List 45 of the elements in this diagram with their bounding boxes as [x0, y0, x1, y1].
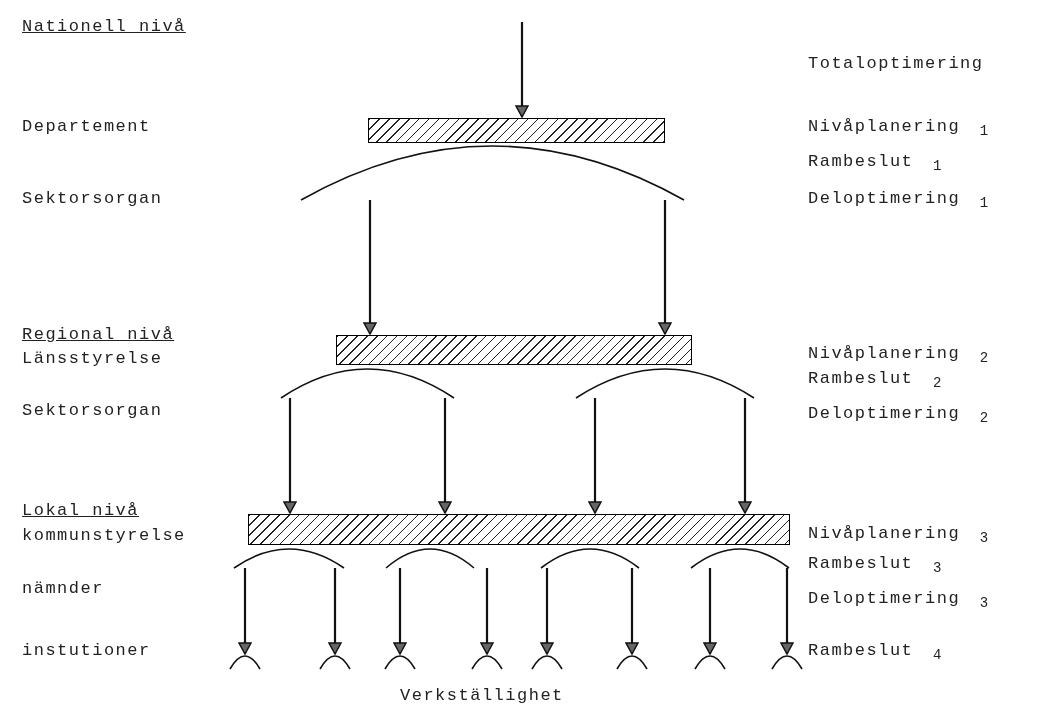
arc — [540, 548, 640, 568]
arc — [471, 655, 503, 669]
text-label: kommunstyrelse — [22, 525, 186, 547]
arc — [319, 655, 351, 669]
arc — [280, 368, 455, 398]
text-label: Verkställighet — [400, 685, 564, 707]
arc — [575, 368, 755, 398]
arc — [233, 548, 345, 568]
arc — [771, 655, 803, 669]
arrow — [283, 398, 297, 514]
level-heading: Lokal nivå — [22, 500, 140, 522]
text-label: Sektorsorgan — [22, 188, 163, 210]
arrow — [393, 568, 407, 655]
level-heading: Regional nivå — [22, 324, 175, 346]
hatched-bar — [336, 335, 692, 365]
arrow — [588, 398, 602, 514]
text-label: Totaloptimering — [808, 53, 984, 75]
arrow — [658, 200, 672, 335]
text-label: Departement — [22, 116, 151, 138]
arrow — [625, 568, 639, 655]
arrow — [703, 568, 717, 655]
text-label: Sektorsorgan — [22, 400, 163, 422]
text-label: nämnder — [22, 578, 104, 600]
text-label: instutioner — [22, 640, 151, 662]
arrow — [363, 200, 377, 335]
hatched-bar — [248, 514, 790, 545]
arrow — [480, 568, 494, 655]
arrow — [515, 22, 529, 118]
arrow — [438, 398, 452, 514]
arc — [690, 548, 790, 568]
text-label: Länsstyrelse — [22, 348, 163, 370]
arc — [300, 145, 685, 200]
arrow — [540, 568, 554, 655]
arrow — [738, 398, 752, 514]
arrow — [780, 568, 794, 655]
hatched-bar — [368, 118, 665, 143]
level-heading: Nationell nivå — [22, 16, 186, 38]
arc — [531, 655, 563, 669]
arc — [694, 655, 726, 669]
arrow — [328, 568, 342, 655]
arc — [229, 655, 261, 669]
arc — [384, 655, 416, 669]
arrow — [238, 568, 252, 655]
arc — [385, 548, 475, 568]
arc — [616, 655, 648, 669]
